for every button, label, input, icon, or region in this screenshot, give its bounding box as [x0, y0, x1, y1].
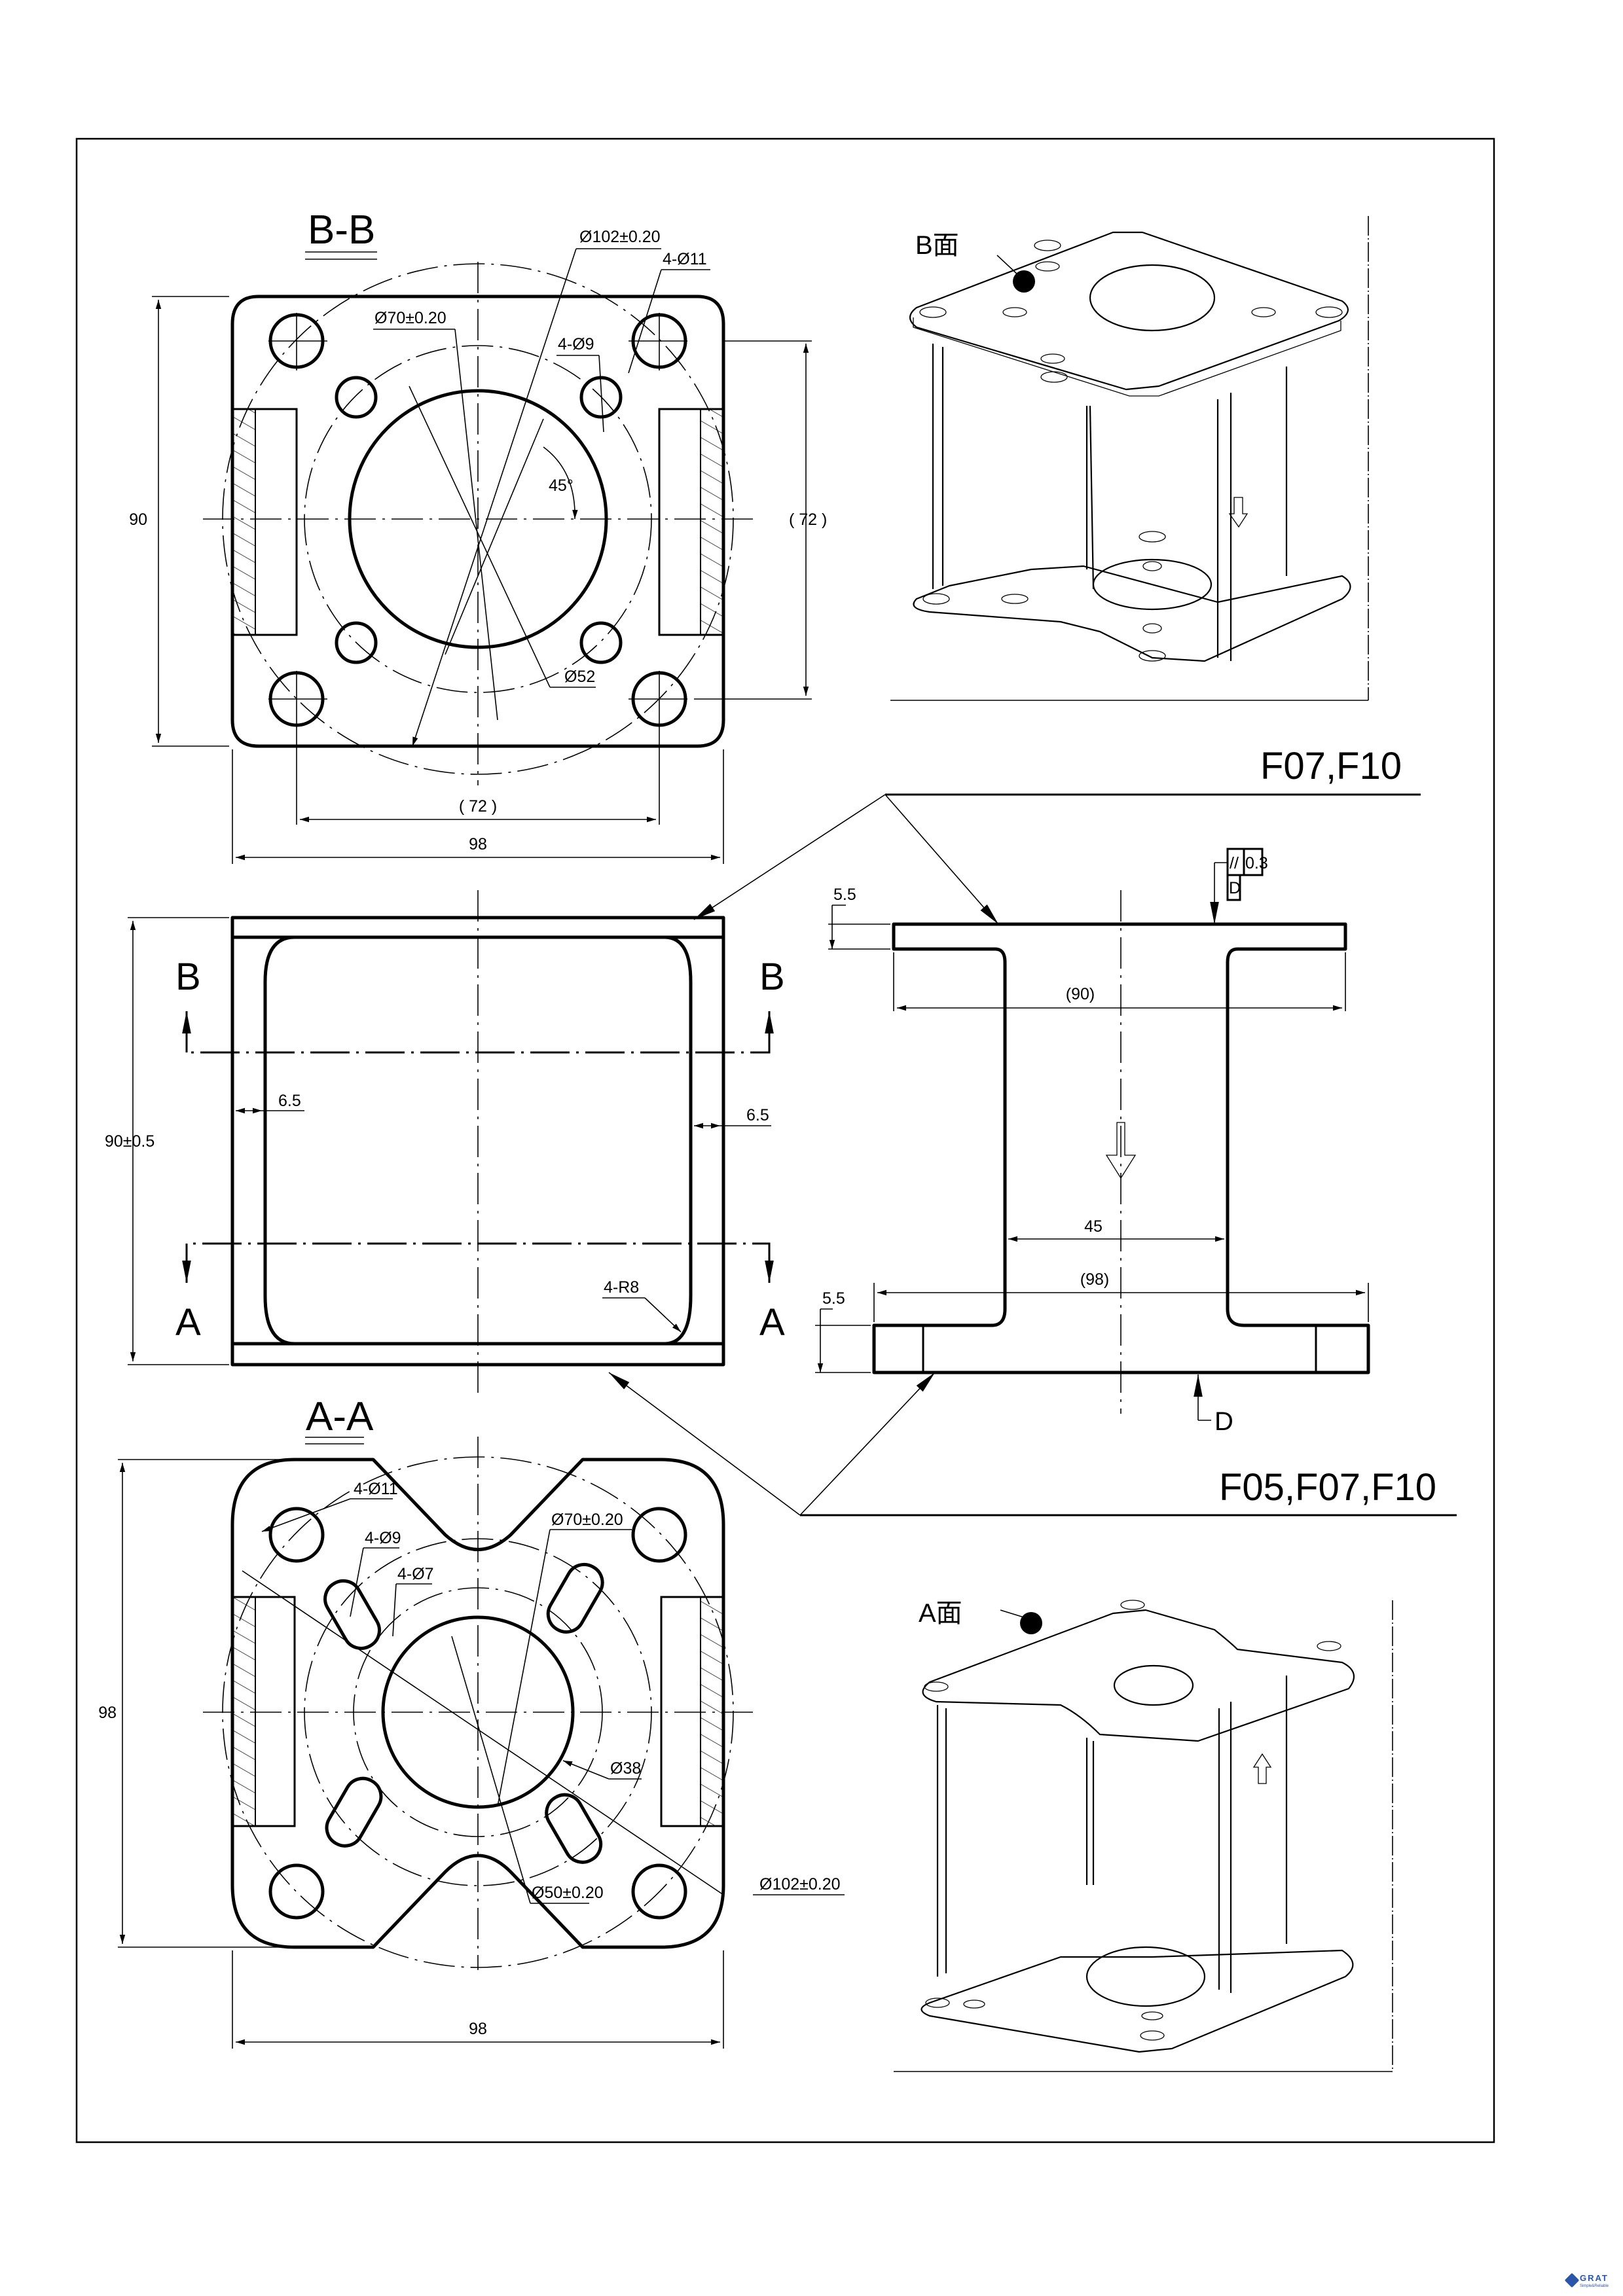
dim-wall-right: 6.5: [746, 1106, 769, 1124]
slot: [323, 1579, 381, 1650]
dim-pcd-102: Ø102±0.20: [759, 1875, 841, 1893]
callouts: F07,F10 F05,F07,F10: [608, 745, 1457, 1516]
tolerance-frame: // 0.3 D: [1210, 848, 1268, 924]
hole-11: [631, 1507, 687, 1563]
iso-view-bottom: A面: [894, 1599, 1393, 2072]
tolerance-symbol: //: [1230, 854, 1239, 872]
dim-width: 98: [469, 2020, 487, 2038]
dim-72-h: ( 72 ): [459, 797, 497, 816]
tolerance-datum: D: [1229, 879, 1241, 897]
surface-marker: [1020, 1612, 1042, 1634]
dim-bottom-flange: 5.5: [822, 1289, 845, 1308]
surface-marker: [1013, 270, 1035, 293]
dim-bottom-width: (98): [1080, 1270, 1109, 1289]
dim-pcd-50: Ø50±0.20: [532, 1884, 604, 1902]
callout-top: F07,F10: [1260, 745, 1402, 787]
section-label-b-left: B: [175, 956, 201, 998]
view-aa-title: A-A: [306, 1394, 374, 1439]
slot: [546, 1562, 604, 1634]
logo-icon: [1564, 2272, 1580, 2288]
dim-fillet: 4-R8: [604, 1278, 639, 1297]
dim-slots-9: 4-Ø9: [365, 1529, 401, 1547]
view-bb-title: B-B: [308, 207, 375, 253]
dim-holes-9: 4-Ø9: [558, 335, 594, 353]
dim-top-flange: 5.5: [833, 886, 856, 904]
dim-angle: 45°: [549, 476, 574, 495]
dim-top-width: (90): [1066, 985, 1095, 1003]
logo-tagline: Simple&Reliable: [1579, 2284, 1609, 2288]
iso-top-label: B面: [915, 231, 959, 260]
section-label-b-right: B: [759, 956, 785, 998]
dim-slots-7: 4-Ø7: [397, 1565, 434, 1583]
view-side: 5.5 (90) 45 (98) 5.5 // 0.3 D: [815, 848, 1370, 1436]
hole-11: [268, 1863, 325, 1920]
dim-width: 98: [469, 835, 487, 853]
dim-wall-left: 6.5: [278, 1092, 301, 1110]
view-front: B B A A 90±0.5 6.5 6.5 4-R8: [105, 890, 785, 1394]
datum-label: D: [1214, 1407, 1233, 1436]
view-aa: A-A 4-Ø11 4-Ø9 4-Ø7 Ø70±0.20: [98, 1394, 845, 2049]
section-label-a-left: A: [175, 1301, 201, 1344]
brand-logo: GRAT Simple&Reliable: [1564, 2272, 1609, 2288]
view-bb: B-B: [129, 207, 827, 864]
iso-view-top: B面: [890, 216, 1369, 701]
tolerance-value: 0.3: [1245, 854, 1268, 872]
sheet-border: [75, 137, 1495, 2144]
dim-bore: Ø52: [564, 668, 595, 686]
dim-bore: Ø38: [610, 1759, 641, 1778]
hole-9: [335, 376, 378, 419]
callout-bottom: F05,F07,F10: [1219, 1466, 1436, 1509]
hole-9: [579, 621, 623, 664]
slot: [545, 1793, 603, 1864]
logo-name: GRAT: [1579, 2273, 1609, 2283]
dim-holes-11: 4-Ø11: [663, 250, 707, 268]
section-label-a-right: A: [759, 1301, 785, 1344]
dim-pcd-70: Ø70±0.20: [374, 309, 447, 327]
dim-holes-11: 4-Ø11: [354, 1480, 398, 1498]
dim-height: 98: [98, 1704, 117, 1722]
flange-outline: [230, 1458, 725, 1949]
dim-web-gap: 45: [1084, 1217, 1103, 1236]
dim-pcd-102: Ø102±0.20: [579, 228, 661, 246]
dim-height: 90: [129, 511, 147, 529]
slot: [325, 1776, 383, 1848]
hole-9: [335, 621, 378, 664]
hole-11: [631, 1863, 687, 1920]
dim-front-height: 90±0.5: [105, 1132, 155, 1151]
dim-pcd-70: Ø70±0.20: [551, 1511, 623, 1529]
flange-outline: [230, 295, 725, 748]
dim-72-v: ( 72 ): [789, 511, 827, 529]
hole-9: [579, 376, 623, 419]
hole-11: [268, 1507, 325, 1563]
iso-bottom-label: A面: [919, 1599, 962, 1628]
